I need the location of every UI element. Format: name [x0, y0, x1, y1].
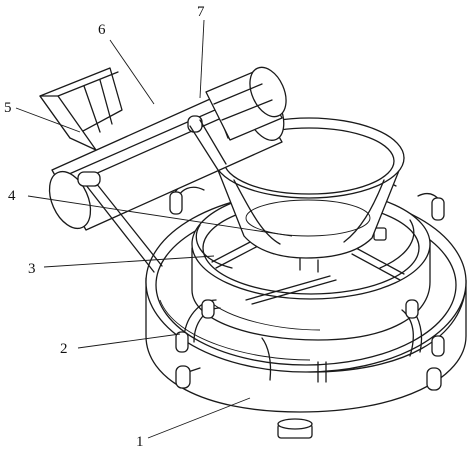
part-labels: 1 2 3 4 5 6 7: [4, 4, 205, 450]
support-arms: [175, 299, 445, 391]
leader-lines: [15, 19, 293, 439]
drive-motor: [187, 66, 287, 141]
label-5: 5: [4, 100, 12, 116]
conveyor-legs: [77, 119, 227, 273]
label-3: 3: [28, 261, 36, 277]
feed-hopper: [39, 67, 123, 151]
label-4: 4: [8, 188, 16, 204]
base-foot: [277, 418, 313, 439]
label-2: 2: [60, 341, 68, 357]
label-1: 1: [136, 434, 144, 450]
upper-tray: [195, 219, 415, 269]
pan-slot: [317, 361, 327, 383]
label-6: 6: [98, 22, 106, 38]
label-7: 7: [197, 4, 205, 20]
